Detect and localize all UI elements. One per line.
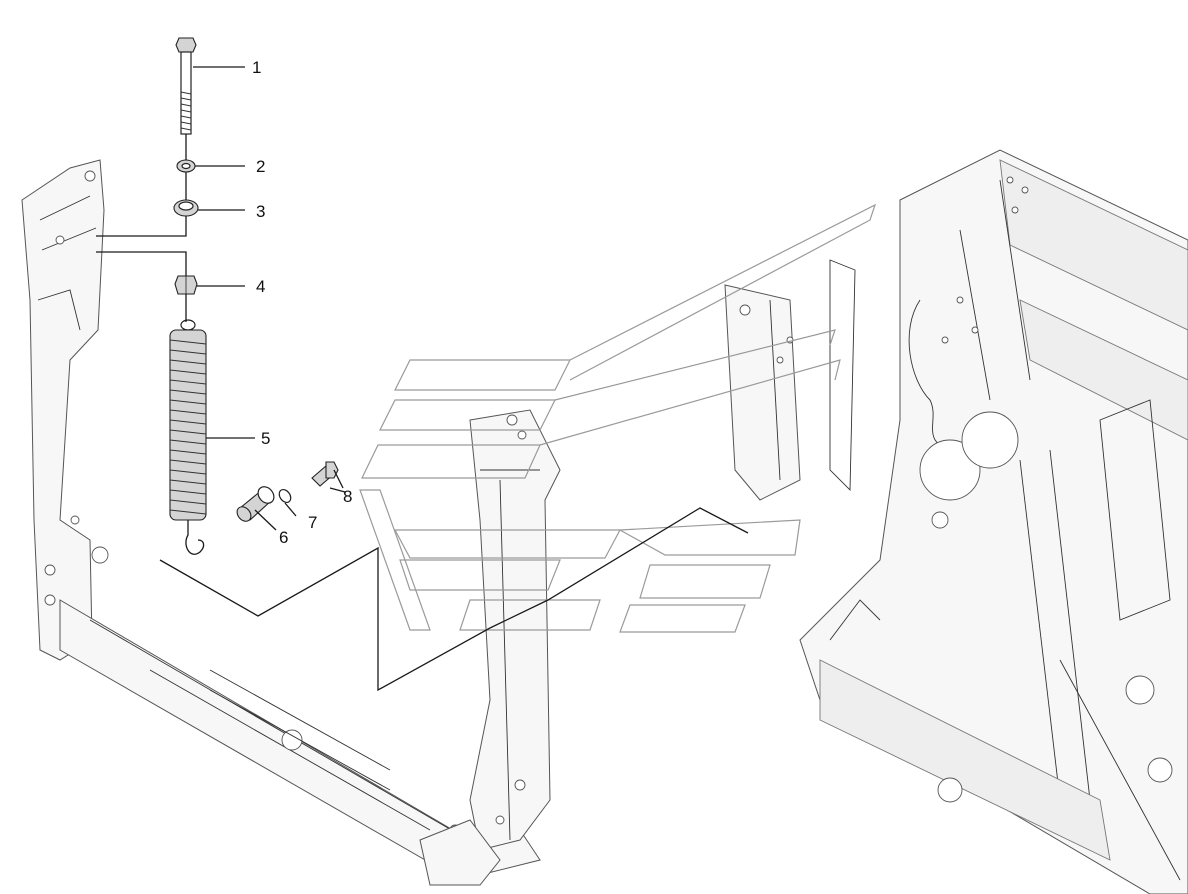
callout-6: 6 (279, 528, 288, 547)
bolt-icon (175, 37, 197, 135)
pin-icon (236, 486, 275, 522)
bushing-icon (173, 199, 199, 217)
callout-3: 3 (256, 202, 265, 221)
callout-5: 5 (261, 429, 270, 448)
callout-2: 2 (256, 157, 265, 176)
callout-8: 8 (343, 487, 352, 506)
callout-labels: 1 2 3 4 5 6 7 8 (252, 58, 352, 547)
callout-7: 7 (308, 513, 317, 532)
tension-spring-icon (169, 319, 207, 555)
callout-1: 1 (252, 58, 261, 77)
leader-lines (96, 66, 749, 692)
nut-icon (174, 275, 198, 295)
callout-4: 4 (256, 277, 265, 296)
washer-icon (176, 159, 196, 173)
circlip-icon (278, 488, 292, 504)
watermark-logo (359, 203, 877, 633)
machine-frame (21, 149, 1188, 894)
screw-icon (311, 461, 339, 487)
